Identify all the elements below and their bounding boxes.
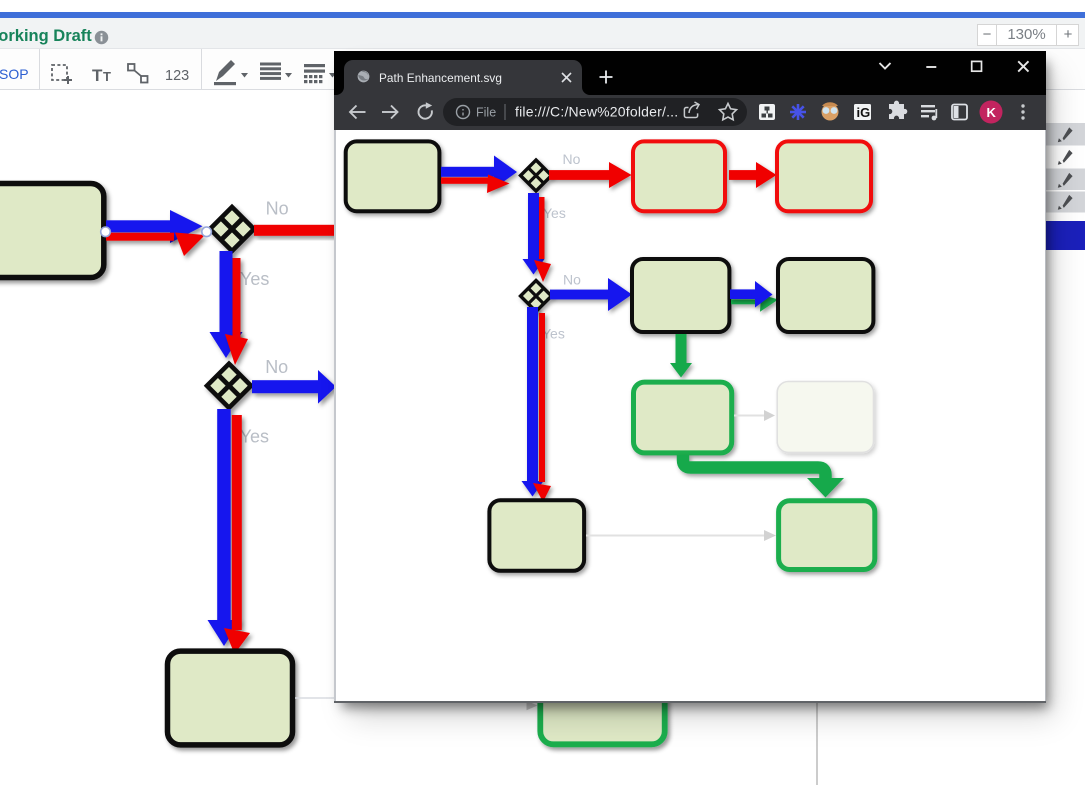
svg-text:Yes: Yes [543, 205, 566, 221]
svg-text:Yes: Yes [542, 326, 565, 342]
svg-text:No: No [265, 357, 288, 377]
svg-text:file:///C:/New%20folder/...: file:///C:/New%20folder/... [515, 104, 678, 120]
svg-text:T: T [103, 69, 111, 84]
svg-text:No: No [563, 151, 581, 167]
svg-text:123: 123 [165, 68, 189, 84]
svg-text:Yes: Yes [240, 426, 269, 446]
svg-text:iG: iG [857, 105, 871, 120]
svg-text:T: T [92, 66, 103, 85]
svg-text:File: File [476, 106, 496, 120]
svg-text:No: No [563, 272, 581, 288]
svg-text:No: No [266, 198, 289, 218]
svg-text:K: K [987, 105, 997, 120]
svg-text:Yes: Yes [240, 269, 269, 289]
